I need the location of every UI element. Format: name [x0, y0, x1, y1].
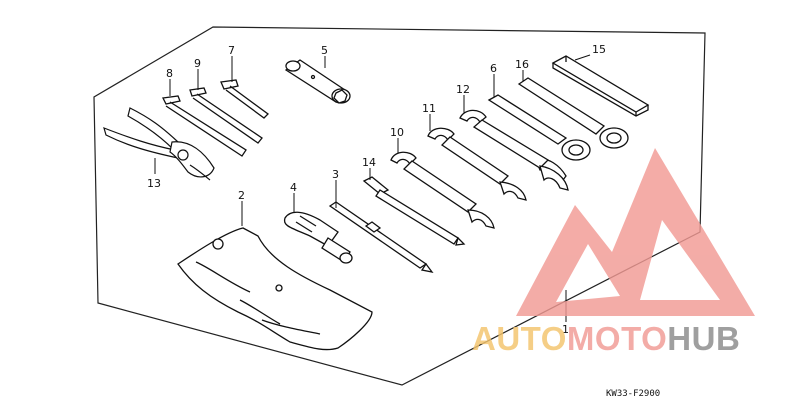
- open-wrench-11-drawing: [427, 127, 527, 201]
- callout-4: 4: [290, 181, 297, 194]
- flat-bar-drawing: [551, 55, 650, 117]
- callout-13: 13: [147, 177, 161, 190]
- callout-9: 9: [194, 57, 201, 70]
- pliers-drawing: [103, 107, 215, 181]
- callout-3: 3: [332, 168, 339, 181]
- watermark-triangle-icon: [516, 148, 755, 316]
- callout-14: 14: [362, 156, 376, 169]
- watermark-moto: MOTO: [567, 320, 667, 357]
- callout-6: 6: [490, 62, 497, 75]
- callout-5: 5: [321, 44, 328, 57]
- watermark-auto: AUTO: [472, 320, 567, 357]
- socket-wrench-drawing: [284, 59, 351, 104]
- callout-7: 7: [228, 44, 235, 57]
- tool-bag-drawing: [177, 227, 373, 351]
- callout-16: 16: [515, 58, 529, 71]
- watermark-hub: HUB: [667, 320, 740, 357]
- screwdriver-handle-drawing: [283, 211, 353, 264]
- callout-12: 12: [456, 83, 470, 96]
- watermark-logo: AUTOMOTOHUB: [472, 148, 755, 357]
- callout-8: 8: [166, 67, 173, 80]
- callout-15: 15: [592, 43, 606, 56]
- callout-1: 1: [562, 323, 569, 336]
- drawing-code: KW33-F2900: [606, 389, 660, 399]
- open-wrench-10-drawing: [390, 151, 495, 229]
- callout-11: 11: [422, 102, 436, 115]
- ring-spanner-drawing: [517, 77, 629, 149]
- diagram-frame: [93, 26, 706, 386]
- screwdriver-shaft-14-drawing: [362, 176, 466, 246]
- svg-text:AUTOMOTOHUB: AUTOMOTOHUB: [472, 320, 740, 357]
- callout-2: 2: [238, 189, 245, 202]
- open-wrench-12-drawing: [459, 109, 569, 191]
- callout-10: 10: [390, 126, 404, 139]
- hex-keys-drawing: [162, 79, 269, 157]
- screwdriver-bit-3-drawing: [328, 201, 434, 273]
